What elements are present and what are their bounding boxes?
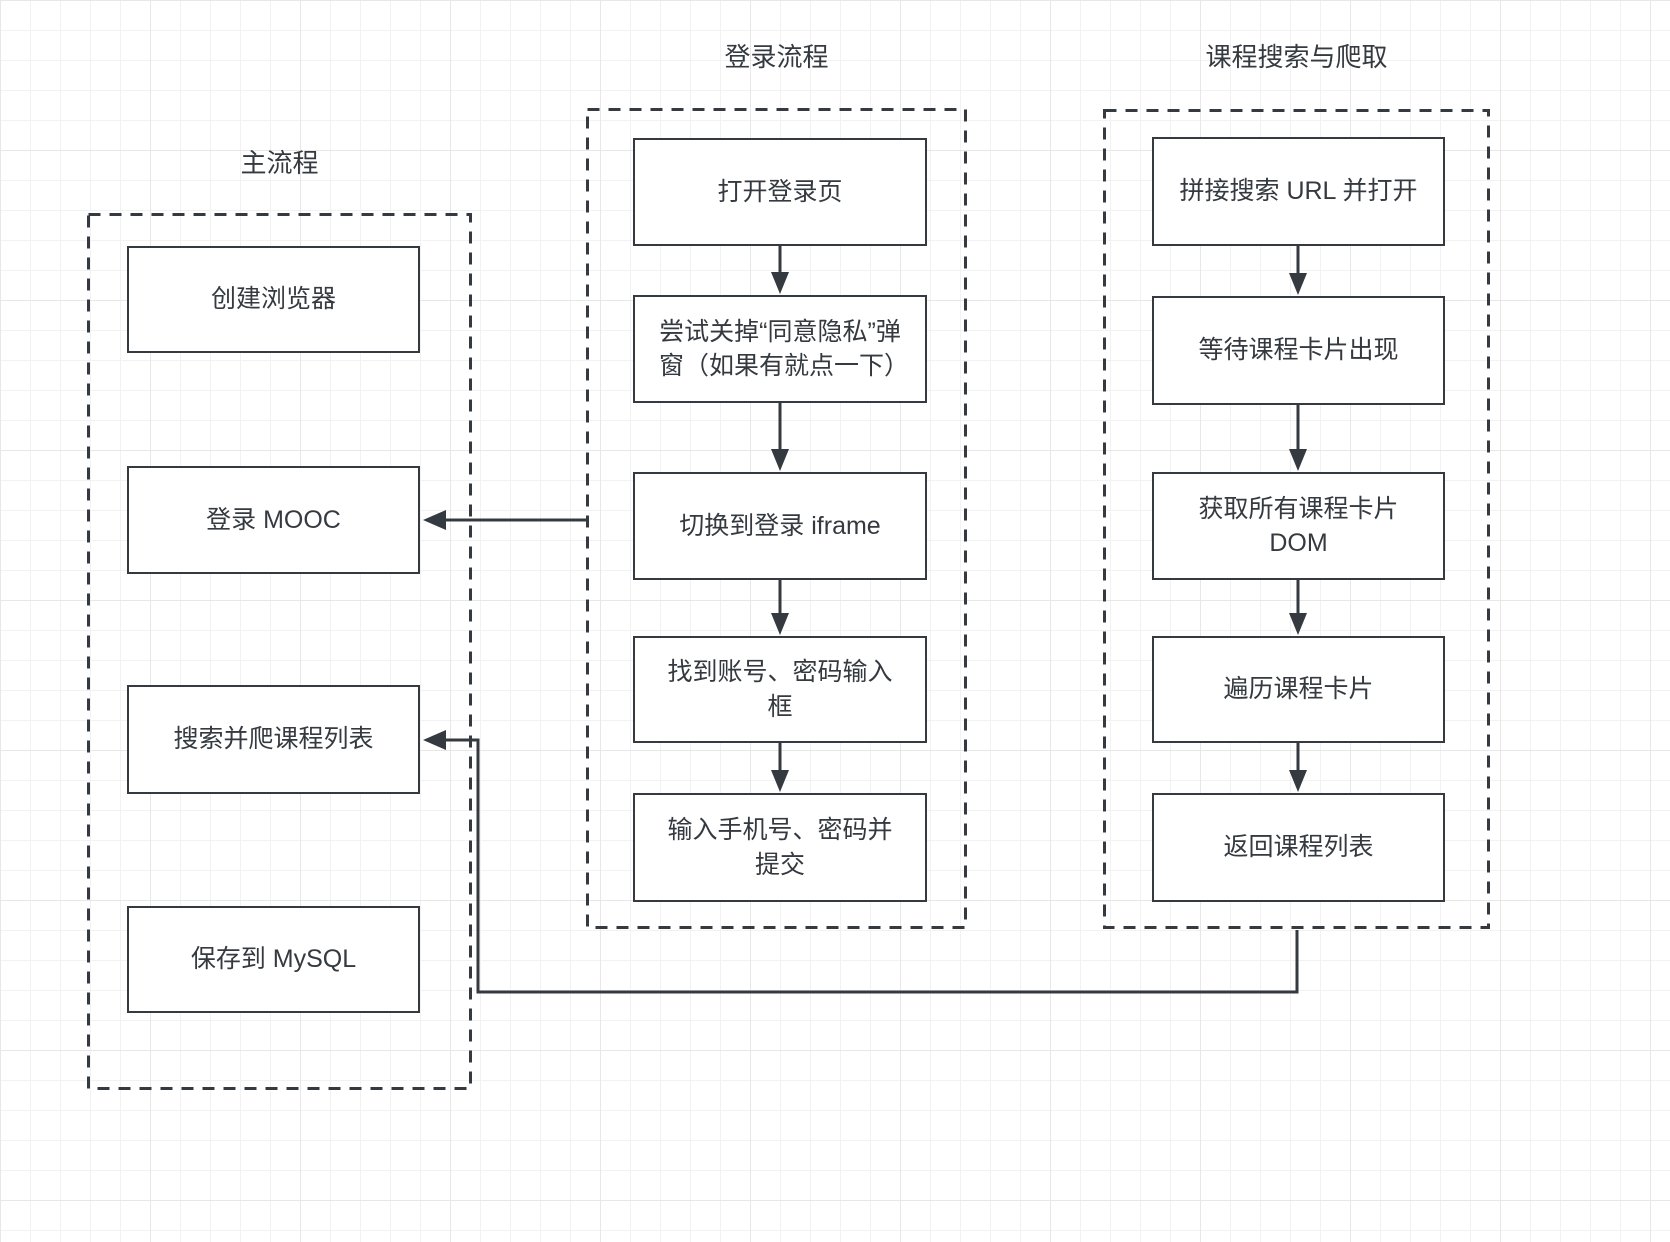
arrowhead-icon	[1289, 449, 1307, 471]
node-return-course-list[interactable]: 返回课程列表	[1152, 793, 1445, 902]
edge-url-to-wait-cards[interactable]	[1289, 246, 1307, 295]
node-login-mooc[interactable]: 登录 MOOC	[127, 466, 420, 574]
node-open-login-page[interactable]: 打开登录页	[633, 138, 927, 246]
edge-iframe-to-find-inputs[interactable]	[771, 580, 789, 635]
arrowhead-icon	[771, 770, 789, 792]
node-save-to-mysql[interactable]: 保存到 MySQL	[127, 906, 420, 1013]
node-get-course-cards-dom[interactable]: 获取所有课程卡片 DOM	[1152, 472, 1445, 580]
edge-iterate-to-return-list[interactable]	[1289, 743, 1307, 792]
group-container-login[interactable]	[586, 108, 967, 929]
arrowhead-icon	[1289, 273, 1307, 295]
arrowhead-icon	[1289, 613, 1307, 635]
node-create-browser[interactable]: 创建浏览器	[127, 246, 420, 353]
node-close-privacy-popup[interactable]: 尝试关掉“同意隐私”弹窗（如果有就点一下）	[633, 295, 927, 403]
arrowhead-icon	[1289, 770, 1307, 792]
group-title-search[interactable]: 课程搜索与爬取	[1205, 42, 1388, 72]
node-find-account-password-inputs[interactable]: 找到账号、密码输入框	[633, 636, 927, 743]
edge-find-inputs-to-submit[interactable]	[771, 743, 789, 792]
edge-privacy-to-iframe[interactable]	[771, 403, 789, 471]
edge-search-group-to-crawl-list[interactable]	[423, 730, 1299, 994]
group-container-main[interactable]	[87, 213, 472, 1090]
arrowhead-icon	[771, 272, 789, 294]
group-container-search[interactable]	[1103, 109, 1490, 929]
node-wait-course-cards[interactable]: 等待课程卡片出现	[1152, 296, 1445, 405]
edge-wait-cards-to-get-dom[interactable]	[1289, 405, 1307, 471]
arrowhead-icon	[771, 449, 789, 471]
node-build-search-url[interactable]: 拼接搜索 URL 并打开	[1152, 137, 1445, 246]
arrowhead-icon	[771, 613, 789, 635]
group-title-main[interactable]: 主流程	[240, 148, 319, 178]
arrowhead-icon	[423, 730, 446, 750]
edge-login-group-to-login-mooc[interactable]	[423, 510, 586, 530]
node-enter-phone-password-submit[interactable]: 输入手机号、密码并提交	[633, 793, 927, 902]
node-search-and-crawl-list[interactable]: 搜索并爬课程列表	[127, 685, 420, 794]
arrowhead-icon	[423, 510, 446, 530]
edge-get-dom-to-iterate[interactable]	[1289, 580, 1307, 635]
group-title-login[interactable]: 登录流程	[724, 42, 829, 72]
node-switch-login-iframe[interactable]: 切换到登录 iframe	[633, 472, 927, 580]
edge-open-login-to-privacy[interactable]	[771, 246, 789, 294]
node-iterate-course-cards[interactable]: 遍历课程卡片	[1152, 636, 1445, 743]
